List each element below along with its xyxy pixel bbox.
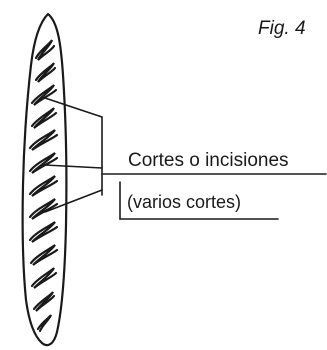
bread-loaf-outline [21, 12, 68, 347]
figure-label: Fig. 4 [258, 18, 306, 39]
cut-mark [32, 291, 56, 312]
cut-mark [28, 198, 59, 220]
callout-sublabel: (varios cortes) [127, 192, 242, 212]
cut-mark [30, 107, 58, 129]
cut-mark [34, 62, 57, 83]
cut-mark [34, 39, 56, 61]
cut-mark [29, 244, 59, 266]
cut-mark [28, 129, 59, 151]
callout-label: Cortes o incisiones [128, 150, 289, 171]
leader-line [44, 97, 103, 118]
leader-line [44, 164, 103, 169]
cut-mark [28, 221, 59, 243]
cut-mark [36, 314, 53, 333]
cut-mark [30, 267, 58, 289]
cut-mark [30, 84, 58, 106]
cut-mark [28, 175, 59, 197]
leader-line [44, 189, 103, 213]
cut-mark [28, 152, 59, 174]
